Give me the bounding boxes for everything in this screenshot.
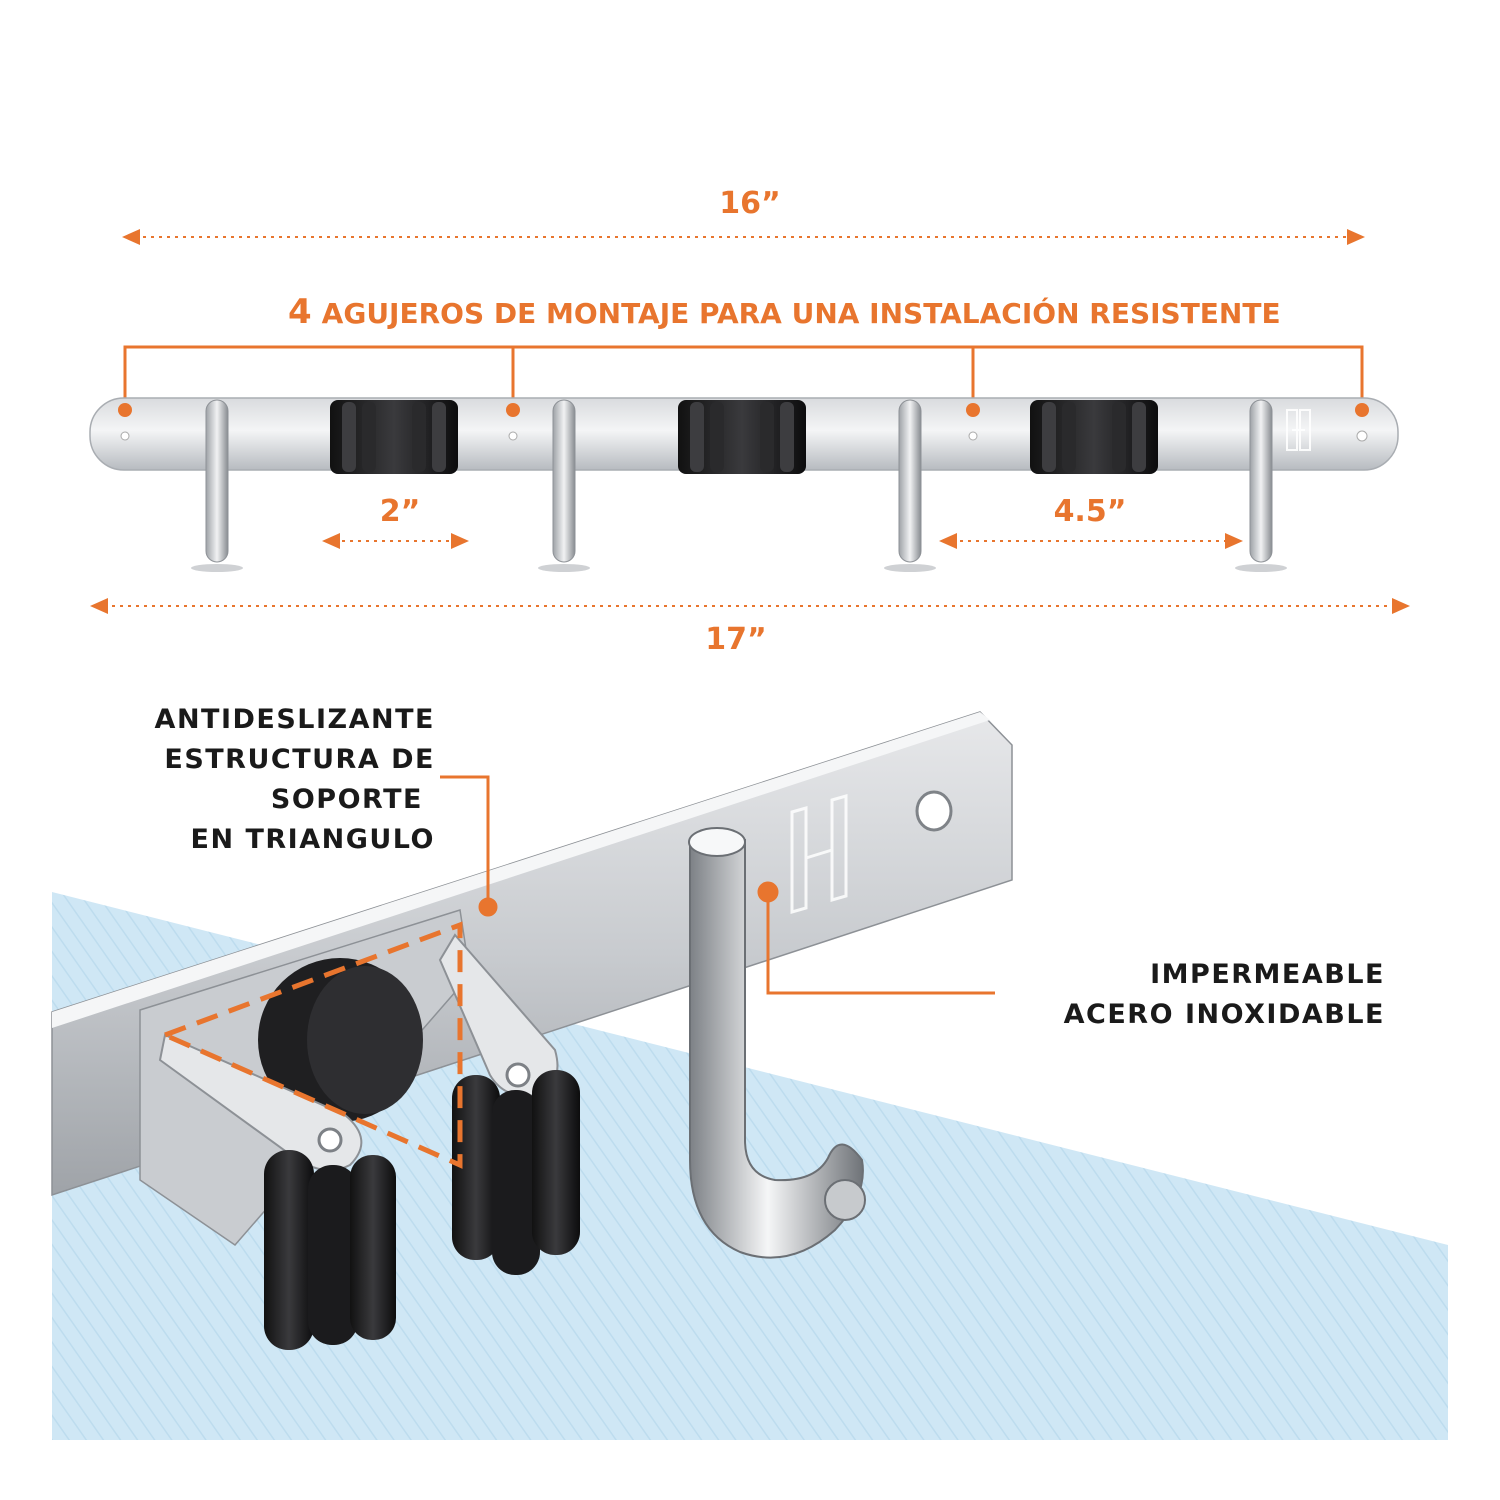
- dimension-arrow-16: [122, 229, 1365, 245]
- callout-material-line: IMPERMEABLE: [1150, 959, 1385, 990]
- broom-clip-icon: [452, 1070, 580, 1275]
- dimension-arrow-2: [322, 533, 469, 549]
- closeup-scene: [51, 711, 1448, 1440]
- broom-clip-icon: [330, 400, 458, 474]
- mounting-holes-count: 4: [288, 292, 312, 332]
- dimension-arrow-17: [90, 598, 1410, 614]
- callout-leader-structure: [440, 775, 498, 917]
- mounting-hole-icon: [915, 790, 953, 832]
- triangle-support-outline: [163, 921, 463, 1169]
- mounting-holes-text: AGUJEROS DE MONTAJE PARA UNA INSTALACIÓN…: [321, 297, 1281, 330]
- mounting-hole: [506, 403, 520, 417]
- callout-leader-material: [757, 881, 995, 995]
- callout-material-line: ACERO INOXIDABLE: [1063, 999, 1385, 1030]
- mounting-holes-label: 4 AGUJEROS DE MONTAJE PARA UNA INSTALACIÓ…: [288, 292, 1281, 332]
- hook-icon: [884, 399, 936, 572]
- broom-clip-icon: [264, 1150, 396, 1350]
- callout-structure-line: ANTIDESLIZANTE: [154, 704, 435, 735]
- callout-structure-line: SOPORTE: [270, 784, 423, 815]
- brand-logo-icon: [1286, 409, 1311, 451]
- hook-icon: [1235, 399, 1287, 572]
- hook-icon: [191, 399, 243, 572]
- dimension-label-16: 16”: [719, 186, 781, 221]
- broom-clip-icon: [678, 400, 806, 474]
- callout-material: IMPERMEABLE ACERO INOXIDABLE: [1005, 955, 1385, 1035]
- callout-structure-line: EN TRIANGULO: [190, 824, 435, 855]
- hook-icon: [688, 827, 866, 1259]
- dimension-label-4-5: 4.5”: [1053, 494, 1127, 529]
- dimension-arrow-4-5: [939, 533, 1243, 549]
- hook-icon: [538, 399, 590, 572]
- callout-structure-line: ESTRUCTURA DE: [164, 744, 435, 775]
- broom-clip-icon: [1030, 400, 1158, 474]
- brand-logo-icon: [790, 794, 848, 914]
- mounting-hole: [966, 403, 980, 417]
- callout-structure: ANTIDESLIZANTE ESTRUCTURA DE SOPORTE EN …: [80, 700, 435, 860]
- mounting-hole: [118, 403, 132, 417]
- dimension-label-17: 17”: [705, 622, 767, 657]
- mounting-hole: [1355, 403, 1369, 417]
- dimension-label-2: 2”: [379, 494, 421, 529]
